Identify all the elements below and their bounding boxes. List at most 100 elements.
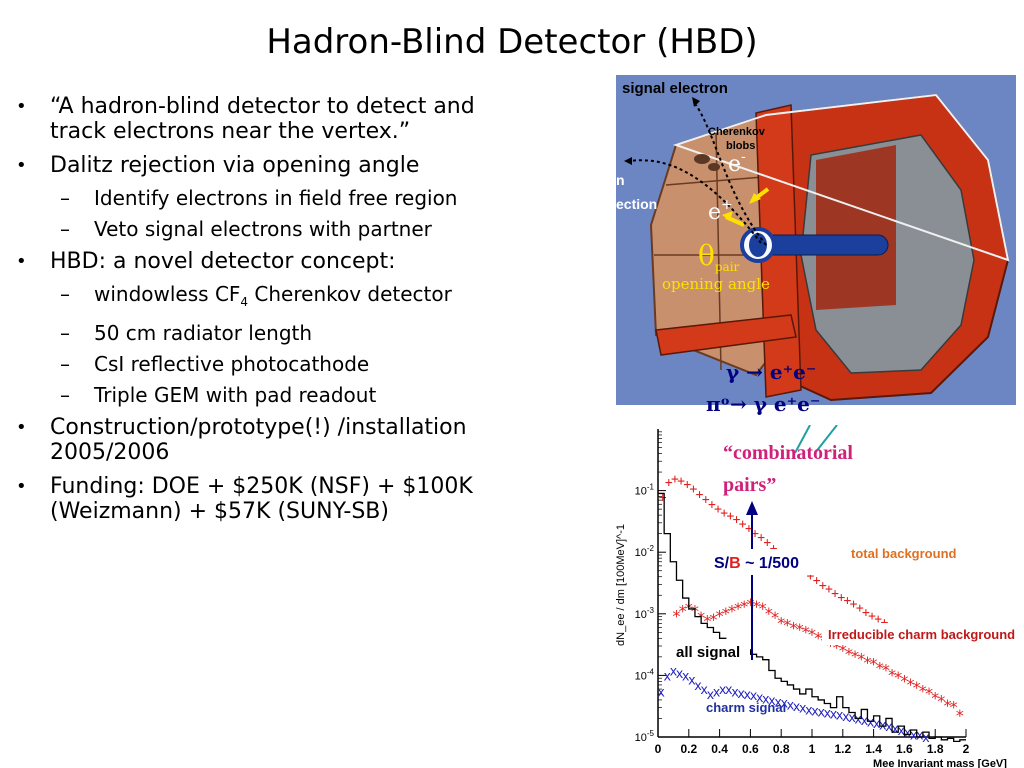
y-tick-label: 10-2 xyxy=(635,544,655,559)
data-point: + xyxy=(726,509,734,524)
data-point: + xyxy=(751,526,759,541)
data-point: * xyxy=(906,675,916,694)
data-point: * xyxy=(838,641,848,660)
partial-label: ection xyxy=(616,196,657,212)
data-point: * xyxy=(758,599,768,618)
data-point: + xyxy=(665,476,673,491)
data-point: * xyxy=(943,696,953,715)
sub-bullet-text: Triple GEM with pad readout xyxy=(94,383,377,407)
data-point: x xyxy=(706,688,714,703)
data-point: x xyxy=(750,689,758,704)
data-point: + xyxy=(720,506,728,521)
data-point: * xyxy=(733,599,743,618)
data-point: x xyxy=(799,702,807,717)
data-point: + xyxy=(825,582,833,597)
data-point: x xyxy=(860,714,868,729)
data-point: x xyxy=(719,683,727,698)
sub-bullet-text: 50 cm radiator length xyxy=(94,321,313,345)
charm-signal-label: charm signal xyxy=(706,700,786,715)
bullet-item: • Dalitz rejection via opening angle xyxy=(14,153,484,178)
yellow-arrow-head xyxy=(722,211,733,221)
conversion-equation: γ → e⁺e⁻ xyxy=(726,360,817,384)
data-point: x xyxy=(669,665,677,680)
data-point: x xyxy=(854,712,862,727)
dalitz-equation: πᵒ→ γ e⁺e⁻ xyxy=(706,392,821,416)
x-tick-label: 1.6 xyxy=(896,742,913,756)
all-signal-label-bg xyxy=(670,639,750,663)
sub-bullet-text: Veto signal electrons with partner xyxy=(94,217,432,241)
bullet-text: Funding: DOE + $250K (NSF) + $100K (Weiz… xyxy=(50,474,473,524)
data-point: * xyxy=(924,684,934,703)
x-tick-label: 0.2 xyxy=(680,742,697,756)
data-point: * xyxy=(702,611,712,630)
sub-bullet-mark: – xyxy=(60,383,70,407)
x-tick-label: 1.4 xyxy=(865,742,882,756)
plot-annotations: “combinatorial pairs” S/B ~ 1/500 total … xyxy=(670,442,1024,715)
connector-line xyxy=(814,425,838,454)
y-tick-exp: -5 xyxy=(647,729,655,738)
sub-bullet-mark: – xyxy=(60,282,70,306)
all-signal-label: all signal xyxy=(676,644,740,661)
data-point: x xyxy=(787,698,795,713)
sb-label-bg xyxy=(708,549,820,575)
data-point: + xyxy=(671,472,679,487)
data-point: * xyxy=(881,661,891,680)
data-point: x xyxy=(848,711,856,726)
data-point: x xyxy=(713,685,721,700)
y-tick-label: 10-3 xyxy=(635,606,655,621)
signal-electron-label: signal electron xyxy=(622,80,728,97)
e-minus-base: e xyxy=(728,152,741,177)
data-point: * xyxy=(937,691,947,710)
data-point: * xyxy=(887,665,897,684)
data-point: + xyxy=(696,487,704,502)
y-axis-label: dN_ee / dm [100MeV]^-1 xyxy=(615,524,627,646)
data-point: x xyxy=(830,708,838,723)
data-point: x xyxy=(657,685,665,700)
data-point: + xyxy=(714,502,722,517)
sub-bullet-mark: – xyxy=(60,217,70,241)
data-point: x xyxy=(780,697,788,712)
cherenkov-label-1: Cherenkov xyxy=(708,126,766,138)
y-tick-label: 10-4 xyxy=(635,667,655,682)
yellow-arrow-head xyxy=(749,193,761,204)
data-point: x xyxy=(688,674,696,689)
data-point: * xyxy=(789,618,799,637)
inner-panel xyxy=(816,145,896,310)
data-point: + xyxy=(763,535,771,550)
e-minus-label: e- xyxy=(728,149,746,177)
data-point: * xyxy=(930,689,940,708)
data-point: * xyxy=(801,622,811,641)
data-point: * xyxy=(918,681,928,700)
beam-pipe-core xyxy=(749,233,767,257)
data-point: x xyxy=(682,669,690,684)
theta-sub: pair xyxy=(715,260,740,274)
data-point: + xyxy=(850,597,858,612)
y-tick-exp: -2 xyxy=(647,544,655,553)
beam-pipe xyxy=(757,234,889,256)
data-point: * xyxy=(715,607,725,626)
subscript-four: 4 xyxy=(240,295,249,309)
data-point: + xyxy=(708,497,716,512)
data-point: + xyxy=(813,574,821,589)
data-point: + xyxy=(844,594,852,609)
data-point: * xyxy=(856,650,866,669)
data-point: * xyxy=(764,604,774,623)
data-point: x xyxy=(891,722,899,737)
data-point: + xyxy=(862,605,870,620)
data-point: + xyxy=(874,612,882,627)
bullet-item: • Funding: DOE + $250K (NSF) + $100K (We… xyxy=(14,474,484,524)
data-point: + xyxy=(739,517,747,532)
data-point: + xyxy=(837,591,845,606)
data-point: * xyxy=(709,610,719,629)
plot-series: ++++++++++++++++++++++++++++++++++++++++… xyxy=(657,472,966,746)
data-point: * xyxy=(912,678,922,697)
data-point: + xyxy=(831,587,839,602)
data-point: x xyxy=(922,731,930,746)
e-plus-label: e+ xyxy=(708,197,733,225)
y-tick-exp: -4 xyxy=(647,667,655,676)
sub-bullet-item: – Veto signal electrons with partner xyxy=(14,218,484,241)
data-point: * xyxy=(770,608,780,627)
data-point: x xyxy=(774,695,782,710)
data-point: x xyxy=(817,705,825,720)
